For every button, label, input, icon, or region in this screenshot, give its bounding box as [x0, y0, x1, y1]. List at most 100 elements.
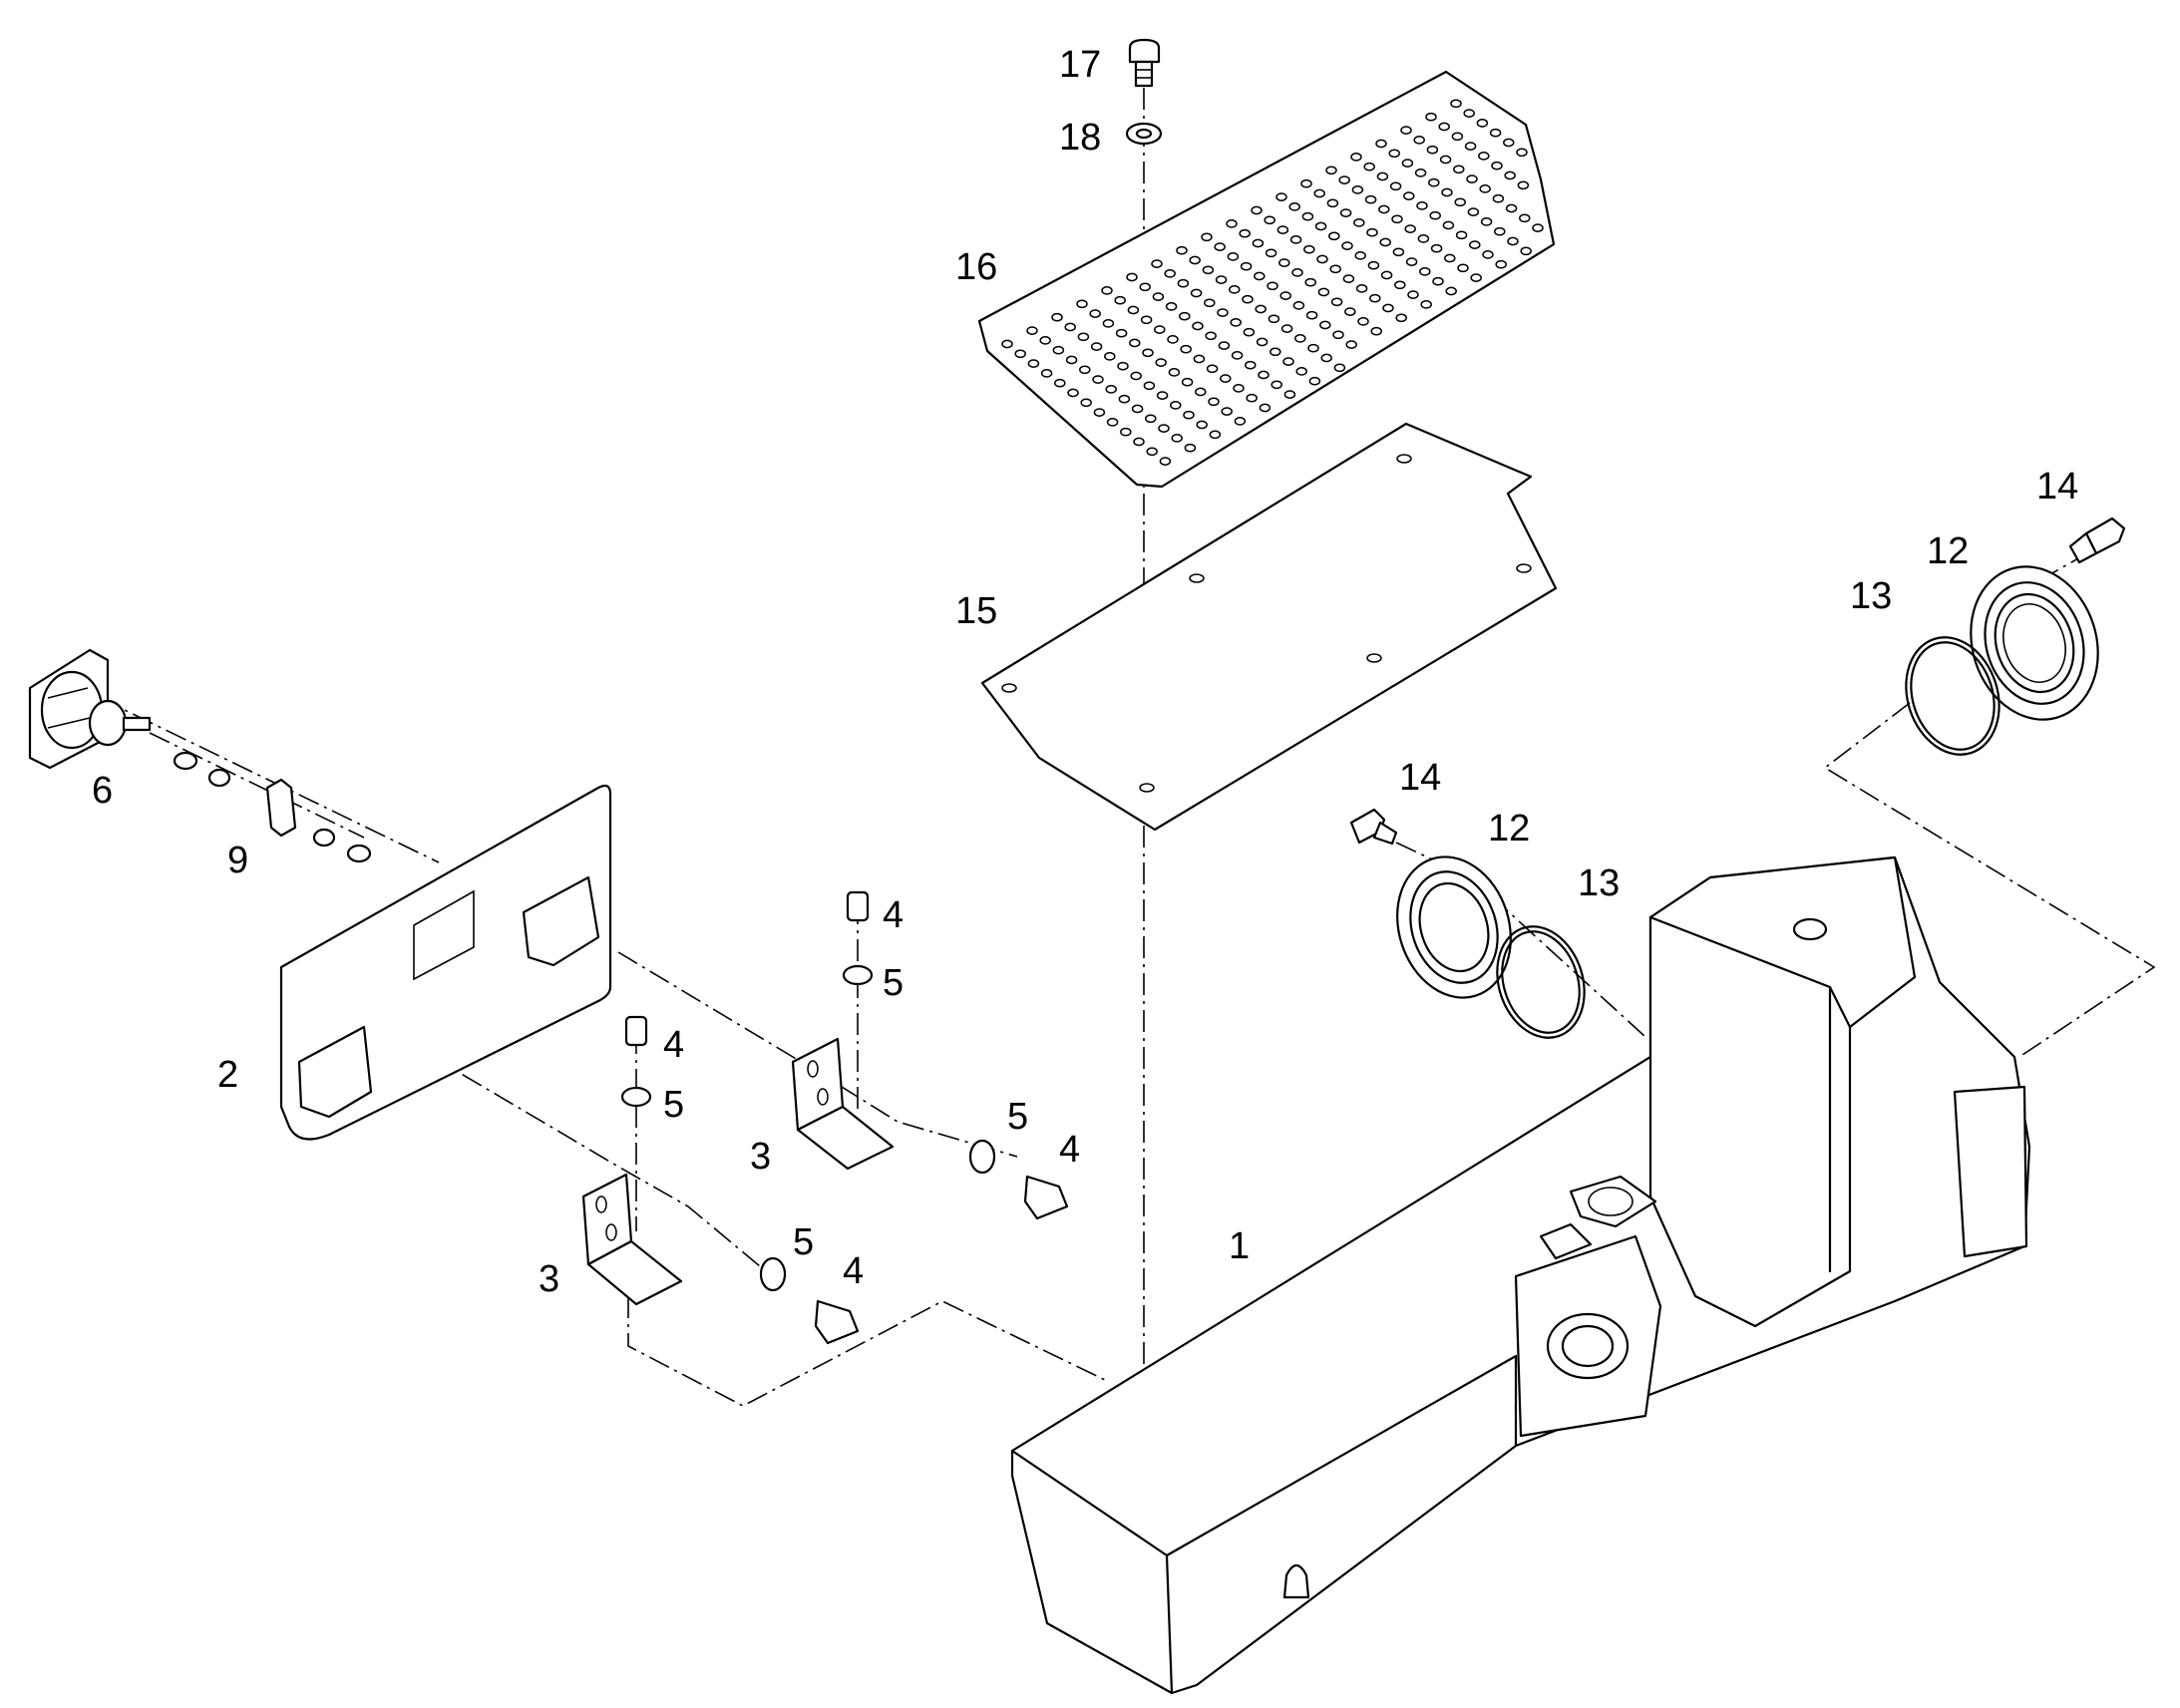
perforation-hole [1407, 290, 1419, 299]
perforation-hole [1117, 361, 1129, 371]
perforation-hole [1051, 312, 1063, 322]
perforation-hole [1129, 338, 1141, 348]
perforation-hole [1027, 359, 1040, 368]
perforation-hole [1229, 285, 1241, 294]
perforation-hole [1089, 309, 1101, 318]
perforation-hole [1432, 276, 1444, 286]
perforation-hole [1093, 408, 1106, 417]
perforation-hole [1177, 278, 1190, 288]
callout-6: 6 [92, 770, 113, 812]
perforation-hole [1363, 162, 1375, 171]
perforation-hole [1189, 255, 1201, 265]
perforation-hole [1341, 241, 1353, 250]
perforation-hole [1205, 331, 1217, 341]
perforation-hole [1252, 238, 1265, 248]
perforation-hole [1080, 398, 1092, 408]
perforation-hole [1291, 268, 1303, 277]
perforation-hole [1202, 265, 1215, 275]
perforation-hole [1391, 214, 1403, 224]
perforation-hole [1192, 321, 1204, 331]
perforation-hole [1314, 221, 1327, 231]
perforation-hole [1255, 304, 1267, 314]
perforation-hole [1369, 293, 1381, 303]
perforation-hole [1325, 166, 1337, 175]
perforation-hole [1133, 437, 1145, 447]
perforation-hole [1102, 319, 1115, 328]
perforation-hole [1040, 369, 1053, 378]
perforation-hole [1454, 197, 1466, 207]
perforation-hole [1467, 207, 1480, 216]
perforation-hole [1245, 360, 1257, 370]
perforation-hole [1114, 295, 1126, 305]
perforation-hole [1441, 187, 1453, 197]
callout-5-a: 5 [883, 962, 904, 1004]
callout-4-b: 4 [663, 1024, 684, 1066]
callout-13-upper: 13 [1850, 575, 1892, 617]
perforated-cover-16 [977, 70, 1556, 489]
perforation-hole [1342, 274, 1355, 283]
perforation-hole [1292, 301, 1305, 310]
perforation-hole [1276, 225, 1289, 234]
o-ring-13-middle [1496, 925, 1586, 1039]
bolt-14-middle [1349, 808, 1398, 846]
perforation-hole [1469, 240, 1481, 249]
perforation-hole [1295, 367, 1307, 376]
perforation-hole [1171, 434, 1183, 443]
perforation-hole [1404, 224, 1416, 233]
perforation-hole [1101, 286, 1113, 295]
perforation-hole [1127, 305, 1140, 315]
perforation-hole [1308, 376, 1321, 386]
perforation-hole [1181, 377, 1194, 387]
perforation-hole [1209, 430, 1222, 440]
perforation-hole [1301, 211, 1314, 221]
perforation-hole [1283, 390, 1296, 399]
perforation-hole [1170, 401, 1182, 410]
perforation-hole [1516, 148, 1528, 158]
perforation-hole [1519, 213, 1531, 223]
perforation-hole [1279, 291, 1291, 300]
perforation-hole [1104, 352, 1116, 361]
callout-4-a: 4 [883, 894, 904, 936]
perforation-hole [1316, 254, 1328, 264]
hinge-3-upper [791, 1037, 895, 1171]
perforation-hole [1401, 159, 1414, 168]
perforation-hole [1376, 171, 1389, 181]
perforation-hole [1426, 145, 1439, 155]
perforation-hole [1195, 387, 1207, 397]
perforation-hole [1193, 354, 1206, 364]
bolt-14-upper [2068, 516, 2126, 564]
perforation-hole [1507, 236, 1519, 246]
perforation-hole [1445, 286, 1457, 296]
perforation-hole [1305, 310, 1318, 320]
perforation-hole [1271, 380, 1282, 390]
perforation-hole [1442, 220, 1455, 230]
perforation-hole [1115, 328, 1128, 338]
perforation-hole [1152, 292, 1165, 301]
perforation-hole [1180, 344, 1192, 354]
perforation-hole [1214, 242, 1226, 251]
perforation-hole [1165, 302, 1178, 311]
callout-14-middle: 14 [1399, 757, 1441, 799]
perforation-hole [1077, 332, 1090, 342]
perforation-hole [1118, 394, 1131, 404]
perforation-hole [1242, 294, 1254, 304]
perforation-hole [1330, 297, 1343, 307]
perforation-hole [1233, 384, 1245, 393]
perforation-hole [1196, 420, 1208, 430]
perforation-hole [1227, 252, 1240, 261]
o-ring-13-upper [1905, 636, 2000, 756]
perforation-hole [1345, 340, 1357, 349]
perforation-hole [1532, 223, 1544, 232]
perforation-hole [1190, 288, 1203, 298]
callout-3-upper: 3 [750, 1136, 771, 1178]
perforation-hole [1338, 175, 1350, 184]
perforation-hole [1218, 341, 1231, 350]
perforation-hole [1140, 315, 1153, 325]
perforation-hole [1092, 375, 1104, 384]
callout-2: 2 [217, 1054, 238, 1096]
perforation-hole [1503, 138, 1515, 148]
perforation-hole [1388, 149, 1400, 159]
perforation-hole [1419, 267, 1431, 276]
perforation-hole [1246, 393, 1258, 403]
perforation-hole [1313, 188, 1325, 198]
